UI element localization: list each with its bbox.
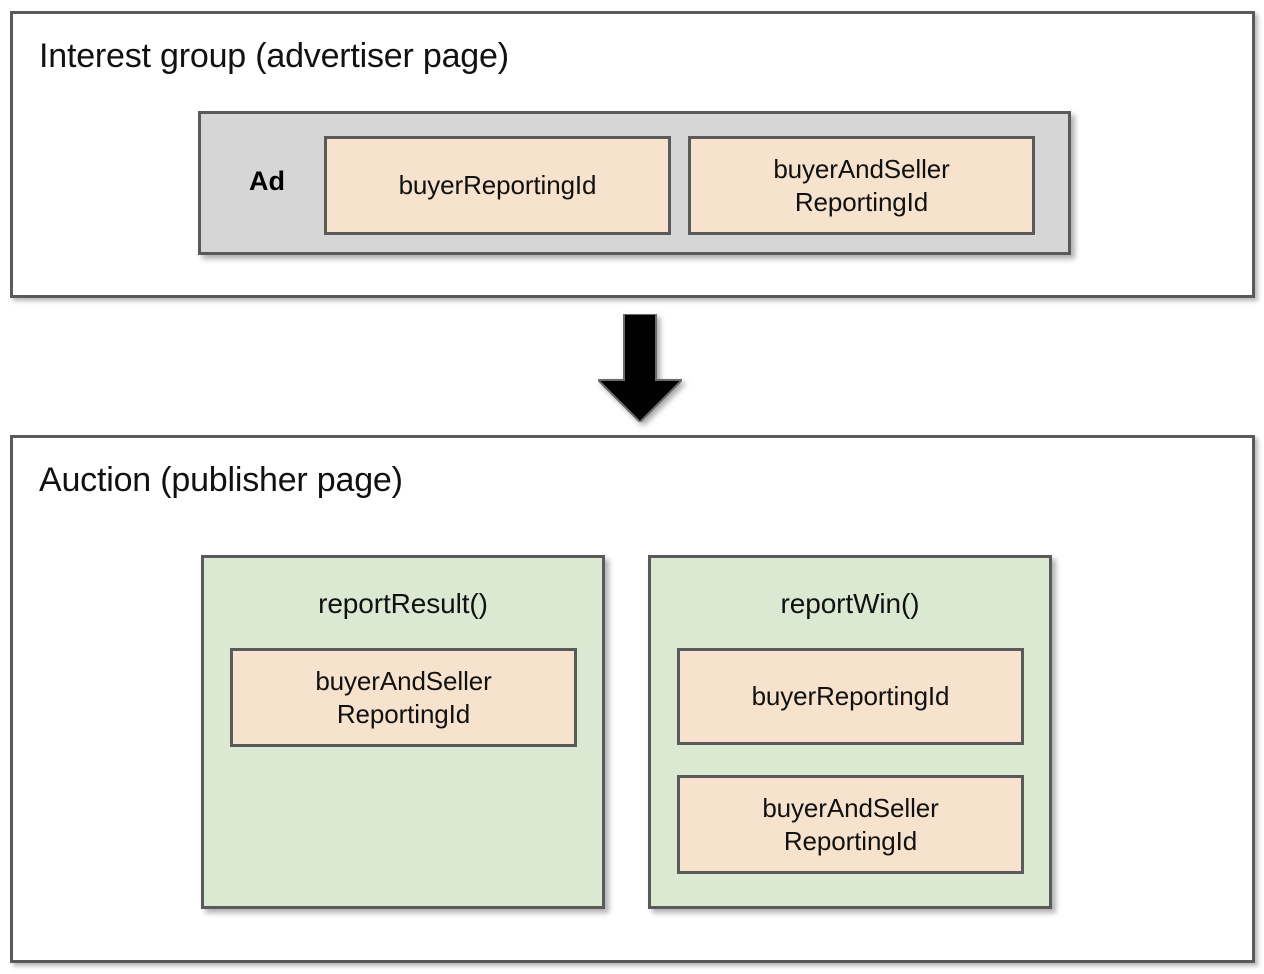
chip-label: buyerReportingId xyxy=(751,681,950,711)
chip-label: buyerAndSeller ReportingId xyxy=(773,153,950,217)
chip-buyer-reporting-id: buyerReportingId xyxy=(677,648,1024,745)
chip-buyer-and-seller-reporting-id: buyerAndSeller ReportingId xyxy=(688,136,1035,235)
report-win-panel: reportWin() buyerReportingId buyerAndSel… xyxy=(648,555,1052,909)
chip-label: buyerAndSeller ReportingId xyxy=(315,665,492,729)
down-arrow-icon xyxy=(598,314,682,422)
chip-buyer-and-seller-reporting-id: buyerAndSeller ReportingId xyxy=(230,648,577,747)
chip-label: buyerAndSeller ReportingId xyxy=(762,792,939,856)
auction-section: Auction (publisher page) xyxy=(10,435,1255,963)
chip-buyer-reporting-id: buyerReportingId xyxy=(324,136,671,235)
ad-container: Ad buyerReportingId buyerAndSeller Repor… xyxy=(198,111,1071,255)
report-win-title: reportWin() xyxy=(780,588,920,619)
chip-buyer-and-seller-reporting-id: buyerAndSeller ReportingId xyxy=(677,775,1024,874)
report-result-title: reportResult() xyxy=(318,588,488,619)
report-result-panel: reportResult() buyerAndSeller ReportingI… xyxy=(201,555,605,909)
interest-group-section: Interest group (advertiser page) Ad buye… xyxy=(10,11,1255,298)
chip-label: buyerReportingId xyxy=(398,170,597,200)
auction-title: Auction (publisher page) xyxy=(39,461,403,499)
interest-group-title: Interest group (advertiser page) xyxy=(39,37,509,75)
ad-label: Ad xyxy=(249,166,285,196)
